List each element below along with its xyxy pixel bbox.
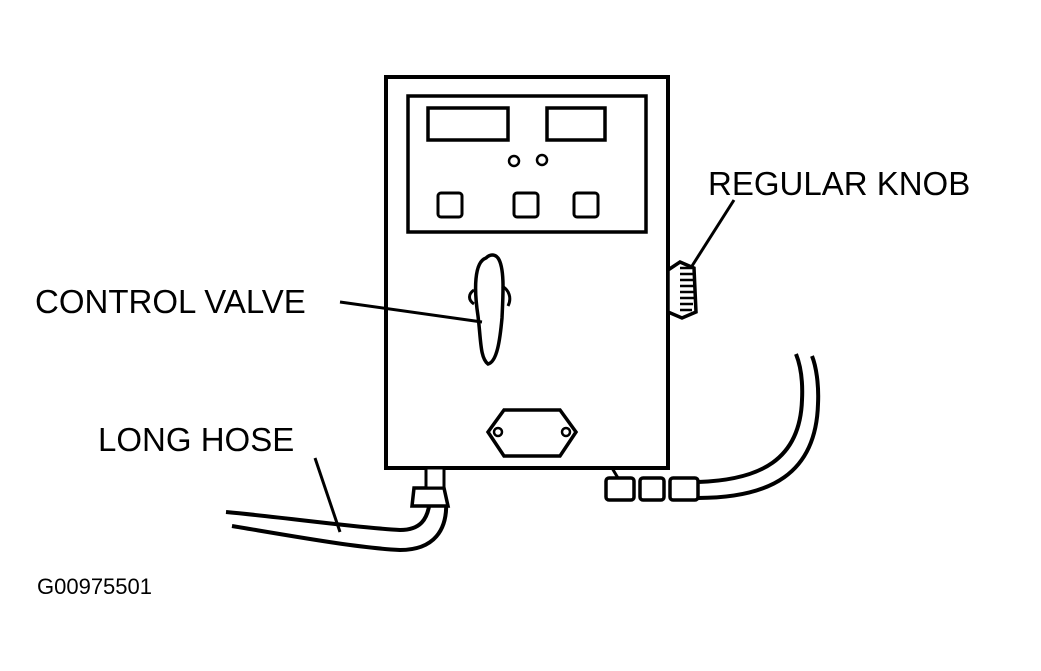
indicator-lamp — [507, 154, 521, 168]
plate-screw — [492, 426, 504, 438]
left-display-window — [426, 106, 510, 142]
regular-knob-label: REGULAR KNOB — [708, 165, 970, 202]
control-valve-leader — [339, 300, 483, 324]
long-hose-fitting-nut — [424, 466, 446, 490]
tester-unit — [384, 75, 698, 470]
figure-id: G00975501 — [37, 574, 152, 599]
coupler-stem — [610, 467, 620, 479]
short-hose-tube — [697, 355, 821, 500]
panel-button — [436, 191, 464, 219]
regular-knob-leader — [690, 199, 736, 267]
long-hose-tube — [225, 499, 432, 533]
indicator-lamp — [535, 153, 549, 167]
long-hose-fitting — [410, 486, 451, 508]
panel-button — [572, 191, 600, 219]
short-hose — [604, 353, 821, 502]
hose-coupler — [604, 476, 636, 502]
plate-screw — [560, 426, 572, 438]
hose-coupler — [638, 476, 666, 502]
regular-knob-knurling — [680, 266, 694, 312]
long-hose-leader — [313, 457, 342, 533]
control-valve-shadow — [501, 284, 512, 307]
long-hose-tube — [231, 499, 449, 553]
panel-button — [512, 191, 540, 219]
control-valve-handle — [473, 253, 505, 366]
long-hose-label: LONG HOSE — [98, 421, 294, 458]
access-plate — [485, 408, 579, 458]
control-valve-shadow — [468, 288, 475, 306]
control-valve-label: CONTROL VALVE — [35, 283, 306, 320]
short-hose-tube — [697, 353, 805, 484]
hose-coupler — [668, 476, 700, 502]
long-hose — [225, 466, 451, 553]
right-display-window — [545, 106, 607, 142]
